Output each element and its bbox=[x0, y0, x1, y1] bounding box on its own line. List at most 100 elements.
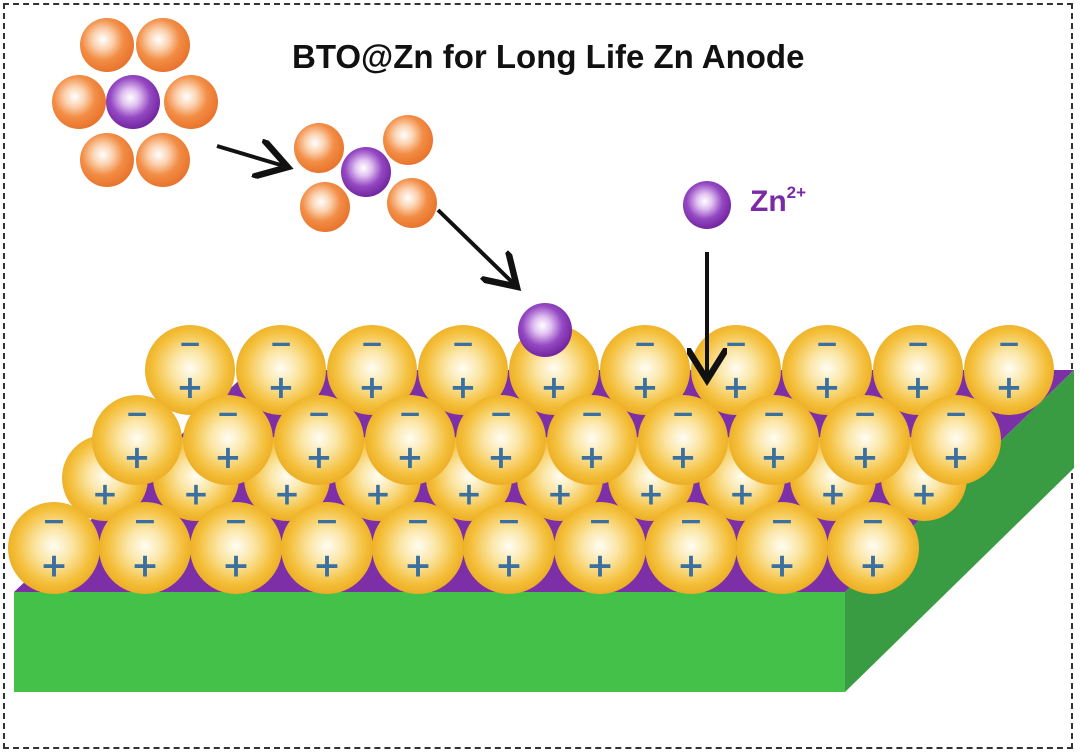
diffusion-arrow bbox=[436, 208, 514, 284]
bto-particle-icon: −+ bbox=[274, 395, 364, 485]
negative-charge-sign: − bbox=[633, 327, 656, 360]
negative-charge-sign: − bbox=[125, 397, 148, 430]
negative-charge-sign: − bbox=[906, 327, 929, 360]
bto-particle-body bbox=[463, 502, 555, 594]
zn-ion-symbol: Zn bbox=[750, 185, 787, 218]
bto-particle-body bbox=[8, 502, 100, 594]
zn-ion-label: Zn2+ bbox=[750, 183, 806, 219]
negative-charge-sign: − bbox=[489, 397, 512, 430]
positive-charge-sign: + bbox=[851, 438, 878, 476]
positive-charge-sign: + bbox=[631, 368, 658, 406]
bto-particle-icon: −+ bbox=[729, 395, 819, 485]
bto-coating-layer: −+−+−+−+−+−+−+−+−+−+−+−+−+−+−+−+−+−+−+−+… bbox=[8, 325, 1054, 594]
bto-particle-body bbox=[274, 395, 364, 485]
negative-charge-sign: − bbox=[724, 327, 747, 360]
positive-charge-sign: + bbox=[267, 368, 294, 406]
negative-charge-sign: − bbox=[398, 397, 421, 430]
positive-charge-sign: + bbox=[404, 546, 432, 585]
negative-charge-sign: − bbox=[406, 505, 430, 538]
water-molecule-icon bbox=[136, 18, 190, 72]
bto-particle-icon: −+ bbox=[281, 502, 373, 594]
positive-charge-sign: + bbox=[942, 438, 969, 476]
negative-charge-sign: − bbox=[861, 505, 885, 538]
positive-charge-sign: + bbox=[768, 546, 796, 585]
bto-particle-icon: −+ bbox=[463, 502, 555, 594]
negative-charge-sign: − bbox=[815, 327, 838, 360]
bto-particle-icon: −+ bbox=[418, 325, 508, 415]
positive-charge-sign: + bbox=[722, 368, 749, 406]
positive-charge-sign: + bbox=[123, 438, 150, 476]
bto-particle-body bbox=[964, 325, 1054, 415]
negative-charge-sign: − bbox=[497, 505, 521, 538]
bto-particle-body bbox=[92, 395, 182, 485]
positive-charge-sign: + bbox=[669, 438, 696, 476]
negative-charge-sign: − bbox=[944, 397, 967, 430]
bto-particle-icon: −+ bbox=[183, 395, 273, 485]
negative-charge-sign: − bbox=[997, 327, 1020, 360]
deposited-zn-ion-icon bbox=[518, 303, 572, 357]
positive-charge-sign: + bbox=[995, 368, 1022, 406]
positive-charge-sign: + bbox=[365, 477, 391, 513]
bto-particle-icon: −+ bbox=[547, 395, 637, 485]
zn-core-icon bbox=[106, 75, 160, 129]
negative-charge-sign: − bbox=[770, 505, 794, 538]
positive-charge-sign: + bbox=[456, 477, 482, 513]
positive-charge-sign: + bbox=[449, 368, 476, 406]
bto-particle-icon: −+ bbox=[554, 502, 646, 594]
water-molecule-icon bbox=[300, 182, 350, 232]
positive-charge-sign: + bbox=[176, 368, 203, 406]
negative-charge-sign: − bbox=[671, 397, 694, 430]
positive-charge-sign: + bbox=[586, 546, 614, 585]
bto-particle-body bbox=[638, 395, 728, 485]
bto-particle-body bbox=[736, 502, 828, 594]
positive-charge-sign: + bbox=[222, 546, 250, 585]
positive-charge-sign: + bbox=[396, 438, 423, 476]
negative-charge-sign: − bbox=[315, 505, 339, 538]
negative-charge-sign: − bbox=[679, 505, 703, 538]
bto-particle-icon: −+ bbox=[145, 325, 235, 415]
bto-particle-icon: −+ bbox=[8, 502, 100, 594]
zn-ion-charge: 2+ bbox=[786, 183, 807, 202]
positive-charge-sign: + bbox=[183, 477, 209, 513]
hydrated-zn-cluster-icon bbox=[52, 18, 218, 187]
bto-particle-body bbox=[145, 325, 235, 415]
bto-particle-body bbox=[547, 395, 637, 485]
bto-particle-body bbox=[418, 325, 508, 415]
bto-particle-body bbox=[281, 502, 373, 594]
negative-charge-sign: − bbox=[451, 327, 474, 360]
partially-desolvated-cluster-icon bbox=[294, 115, 437, 232]
bto-particle-body bbox=[372, 502, 464, 594]
negative-charge-sign: − bbox=[762, 397, 785, 430]
negative-charge-sign: − bbox=[307, 397, 330, 430]
positive-charge-sign: + bbox=[40, 546, 68, 585]
diagram-title: BTO@Zn for Long Life Zn Anode bbox=[292, 38, 805, 75]
bto-particle-body bbox=[820, 395, 910, 485]
bto-particle-icon: −+ bbox=[99, 502, 191, 594]
bto-particle-body bbox=[729, 395, 819, 485]
positive-charge-sign: + bbox=[729, 477, 755, 513]
bto-particle-icon: −+ bbox=[92, 395, 182, 485]
water-molecule-icon bbox=[52, 75, 106, 129]
positive-charge-sign: + bbox=[820, 477, 846, 513]
positive-charge-sign: + bbox=[859, 546, 887, 585]
negative-charge-sign: − bbox=[178, 327, 201, 360]
negative-charge-sign: − bbox=[580, 397, 603, 430]
bto-particle-body bbox=[911, 395, 1001, 485]
bto-particle-body bbox=[190, 502, 282, 594]
water-molecule-icon bbox=[164, 75, 218, 129]
water-molecule-icon bbox=[80, 133, 134, 187]
substrate-side-face bbox=[845, 370, 1074, 692]
negative-charge-sign: − bbox=[853, 397, 876, 430]
water-molecule-icon bbox=[387, 178, 437, 228]
water-molecule-icon bbox=[136, 133, 190, 187]
negative-charge-sign: − bbox=[133, 505, 157, 538]
bto-particle-body bbox=[99, 502, 191, 594]
bto-particle-body bbox=[600, 325, 690, 415]
bto-particle-icon: −+ bbox=[873, 325, 963, 415]
positive-charge-sign: + bbox=[547, 477, 573, 513]
bto-particle-body bbox=[645, 502, 737, 594]
bto-particle-icon: −+ bbox=[691, 325, 781, 415]
substrate-front-face bbox=[14, 592, 845, 692]
negative-charge-sign: − bbox=[216, 397, 239, 430]
bto-particle-body bbox=[782, 325, 872, 415]
